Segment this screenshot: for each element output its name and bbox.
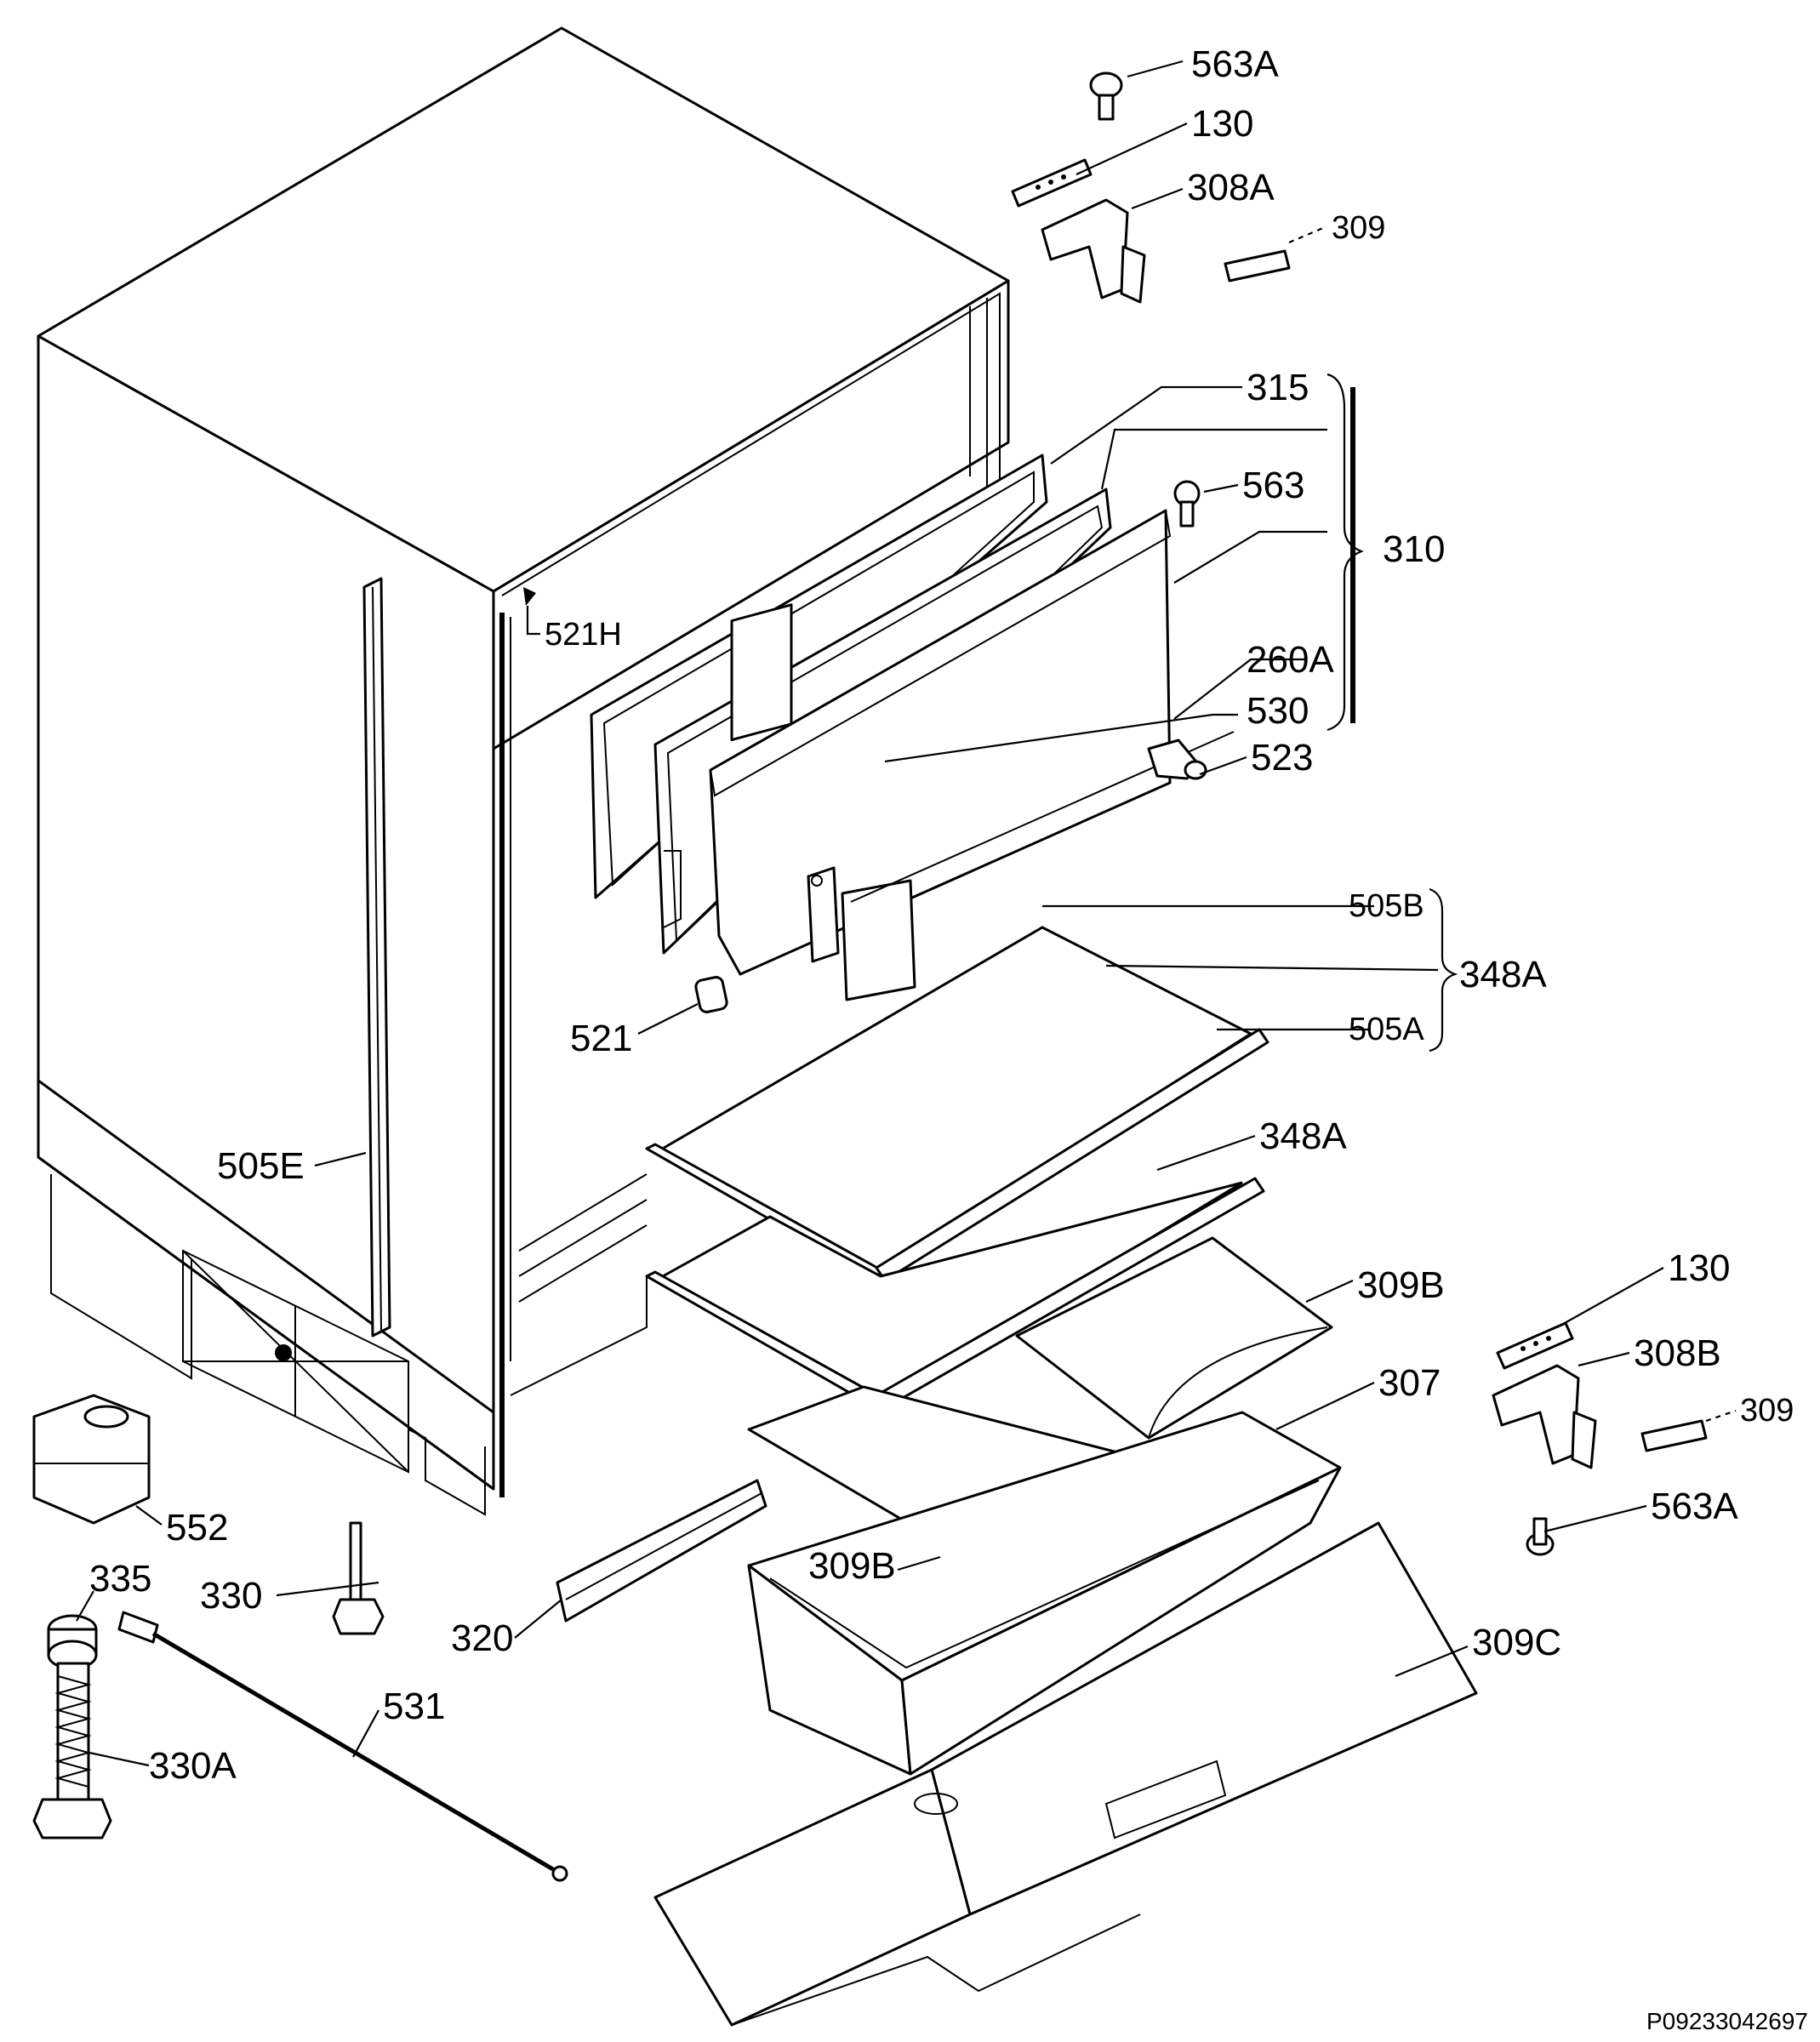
label-330A: 330A [149, 1745, 237, 1787]
label-530: 530 [1247, 690, 1309, 732]
door-panel-260A [709, 509, 1172, 976]
part-521 [694, 976, 728, 1013]
hinge-group-top [1011, 71, 1291, 304]
bracket-348A [1429, 887, 1458, 1052]
leveling-foot-330 [332, 1521, 385, 1635]
label-563: 563 [1242, 465, 1304, 506]
profile-strip-505E [362, 577, 391, 1338]
bracket-310 [1326, 373, 1364, 732]
part-523 [1147, 739, 1207, 780]
label-521: 521 [570, 1018, 632, 1059]
label-309B-right: 309B [1357, 1264, 1445, 1306]
part-563 [1173, 480, 1201, 528]
label-563A-top: 563A [1191, 43, 1279, 85]
label-308B: 308B [1634, 1332, 1721, 1374]
label-309C: 309C [1472, 1622, 1561, 1663]
label-335: 335 [89, 1558, 151, 1600]
label-330: 330 [200, 1575, 262, 1617]
label-523: 523 [1251, 737, 1313, 779]
label-315: 315 [1247, 367, 1309, 408]
strip-320 [556, 1479, 767, 1623]
label-308A: 308A [1187, 167, 1275, 208]
label-260A: 260A [1247, 639, 1334, 681]
label-521H: 521H [545, 617, 622, 653]
label-505E: 505E [217, 1145, 305, 1187]
label-130-top: 130 [1191, 103, 1253, 145]
leaders [76, 60, 1737, 1767]
label-505A: 505A [1349, 1012, 1424, 1047]
label-310: 310 [1383, 528, 1445, 570]
screw-330A [32, 1662, 112, 1840]
label-563A-bottom: 563A [1651, 1486, 1738, 1527]
drawer-307 [747, 1411, 1342, 1776]
label-320: 320 [451, 1617, 513, 1659]
label-348A-group: 348A [1459, 954, 1547, 995]
label-552: 552 [166, 1507, 228, 1549]
glass-shelf-lower [645, 1177, 1265, 1410]
drawer-cover-309C [653, 1521, 1478, 2027]
foot-bracket-552 [32, 1394, 151, 1525]
label-309-bottom: 309 [1740, 1393, 1794, 1429]
crisper-cover-309B-right [1015, 1236, 1333, 1440]
label-307: 307 [1378, 1362, 1441, 1404]
label-348A: 348A [1259, 1115, 1347, 1157]
door-hinge-small [807, 866, 840, 963]
label-505B: 505B [1349, 888, 1424, 924]
door-handle-530 [841, 731, 1235, 1001]
label-309-top: 309 [1332, 210, 1385, 246]
labels: 563A 130 308A 309 315 563 310 521H 260A … [89, 43, 1808, 2034]
label-309B-left: 309B [808, 1545, 896, 1587]
hinge-group-bottom [1492, 1321, 1708, 1556]
label-531: 531 [383, 1686, 445, 1727]
marker-521H [523, 587, 540, 636]
label-130-bottom: 130 [1668, 1247, 1730, 1289]
gear-335 [47, 1614, 98, 1670]
reference-code: P09233042697 [1646, 2008, 1808, 2034]
